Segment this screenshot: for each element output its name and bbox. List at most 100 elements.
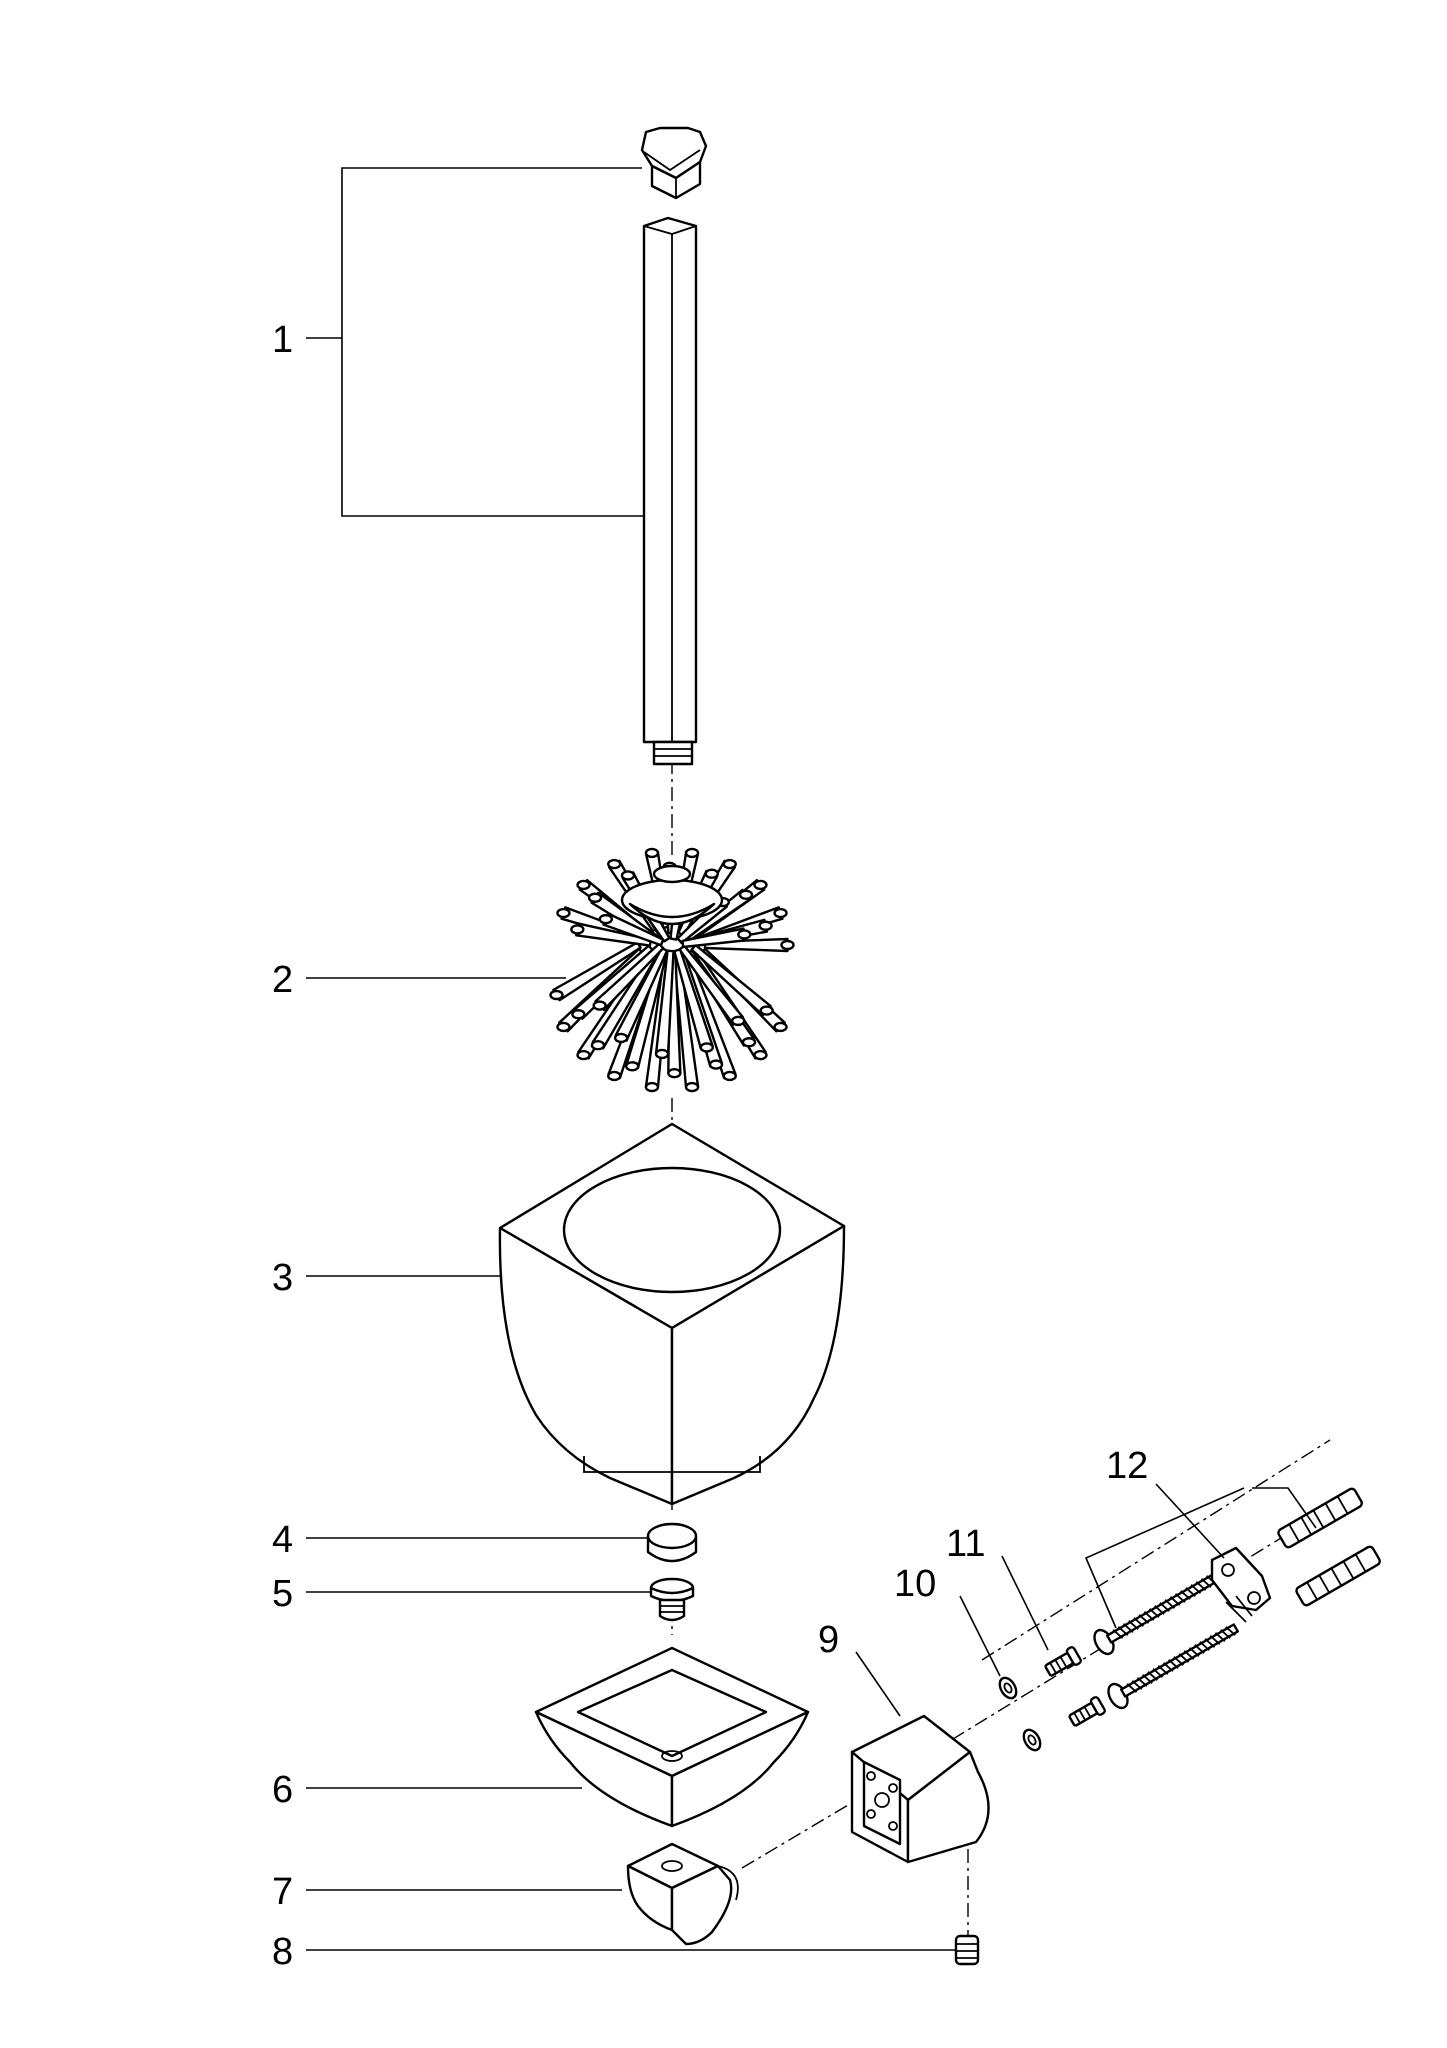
screw-thread [1174, 1593, 1186, 1603]
screw-thread [1126, 1683, 1138, 1693]
screw-thread [1194, 1644, 1205, 1654]
screw-thread [1154, 1605, 1165, 1615]
part-7-arm [626, 1842, 739, 1946]
brush-bristle-tip [773, 907, 788, 919]
brush-bristle-tip [592, 1000, 607, 1011]
brush-bristle-tip [607, 858, 622, 870]
brush-bristle-tip [576, 1049, 591, 1061]
brush-bristle-tip [570, 924, 585, 935]
part-3-holder-cup [498, 1122, 846, 1506]
brush-bristle-tip [607, 1070, 622, 1082]
part-5-insert [649, 1577, 695, 1622]
callout-4: 4 [272, 1519, 293, 1561]
brush-bristle-tip [759, 1005, 774, 1016]
callout-2: 2 [272, 959, 293, 1001]
screw-thread [1188, 1647, 1200, 1657]
brush-bristle-tip [556, 1021, 571, 1033]
brush-bristle-tip [684, 847, 700, 859]
brush-bristle-tip [549, 989, 564, 1001]
callout-labels: 1 2 3 4 5 6 7 8 9 10 11 12 [272, 319, 1148, 1973]
screw-thread [1200, 1578, 1212, 1588]
screw-thread [1147, 1671, 1158, 1681]
brush-bristle-tip [625, 1061, 640, 1072]
callout-5: 5 [272, 1573, 293, 1615]
part-11-screws [1044, 1646, 1106, 1727]
part-10-washers [998, 1676, 1042, 1752]
callout-9: 9 [818, 1619, 839, 1661]
brush-bristle-tip [556, 907, 571, 919]
screw-thread [1180, 1590, 1191, 1600]
brush-bristle-tip [654, 1048, 670, 1060]
brush-bristle [573, 944, 654, 1020]
leader-lines [306, 167, 1317, 1951]
part-12-fixing-set [1093, 1487, 1381, 1710]
screw-thread [1168, 1659, 1179, 1669]
screw-thread [1178, 1653, 1190, 1663]
screw-thread [1122, 1623, 1134, 1633]
brush-bristle-tip [738, 889, 754, 900]
callout-12: 12 [1106, 1445, 1148, 1487]
callout-7: 7 [272, 1871, 293, 1913]
screw-thread [1190, 1584, 1202, 1594]
brush-bristle-tip [708, 1059, 724, 1070]
screw-thread [1131, 1680, 1143, 1690]
brush-bristle-tip [620, 870, 636, 881]
brush-bristle-tip [571, 1009, 586, 1020]
screw-thread [1162, 1662, 1174, 1672]
screw-thread [1159, 1602, 1170, 1612]
brush-bristle [602, 912, 665, 947]
part-2-brush-head [549, 847, 795, 1093]
brush-bristle-tip [753, 1049, 768, 1061]
screw-thread [1199, 1641, 1210, 1651]
screw-thread [1204, 1638, 1216, 1648]
brush-bristle-tip [773, 1021, 788, 1033]
brush-bristle-tip [780, 939, 795, 951]
brush-bristle-tip [684, 1081, 700, 1093]
brush-bristle [594, 942, 665, 1012]
brush-bristle-tip [576, 879, 591, 891]
part-1-brush-handle [640, 126, 708, 766]
brush-bristle [552, 941, 642, 1002]
callout-11: 11 [946, 1523, 985, 1565]
callout-3: 3 [272, 1257, 293, 1299]
brush-bristle [575, 922, 653, 947]
callout-1: 1 [272, 319, 293, 361]
screw-thread [1164, 1599, 1176, 1609]
brush-bristle-tip [699, 1042, 714, 1053]
brush-bristle [681, 927, 747, 949]
brush-bristle-tip [613, 1032, 629, 1044]
callout-10: 10 [894, 1563, 936, 1605]
brush-bristle-tip [730, 1015, 746, 1027]
screw-thread [1209, 1635, 1221, 1645]
screw-thread [1173, 1656, 1184, 1666]
brush-bristle-tip [758, 920, 773, 931]
brush-bristle-tip [667, 1067, 682, 1079]
screw-thread [1185, 1587, 1196, 1597]
screw-thread [1220, 1629, 1231, 1639]
brush-bristle-tip [644, 1081, 660, 1093]
screw-thread [1117, 1626, 1129, 1636]
screw-thread [1142, 1674, 1153, 1684]
screw-thread [1112, 1629, 1124, 1639]
callout-6: 6 [272, 1769, 293, 1811]
part-9-wall-bracket [850, 1714, 990, 1864]
screw-thread [1143, 1611, 1155, 1621]
screw-thread [1128, 1620, 1139, 1630]
screw-thread [1214, 1632, 1226, 1642]
screw-thread [1152, 1668, 1164, 1678]
screw-thread [1225, 1626, 1236, 1636]
screw-thread [1136, 1677, 1148, 1687]
brush-bristle-tip [590, 1040, 606, 1051]
screw-thread [1195, 1581, 1207, 1591]
screw-thread [1183, 1650, 1195, 1660]
brush-bristle-tip [753, 879, 768, 891]
brush-bristle-tip [587, 892, 603, 903]
brush-bristle-tip [722, 1070, 737, 1082]
screw-thread [1169, 1596, 1181, 1606]
part-6-tray [534, 1646, 810, 1828]
screw-thread [1157, 1665, 1169, 1675]
brush-bristle-tip [722, 858, 737, 870]
brush-bristle-tip [741, 1037, 757, 1048]
part-4-disc [646, 1522, 698, 1563]
